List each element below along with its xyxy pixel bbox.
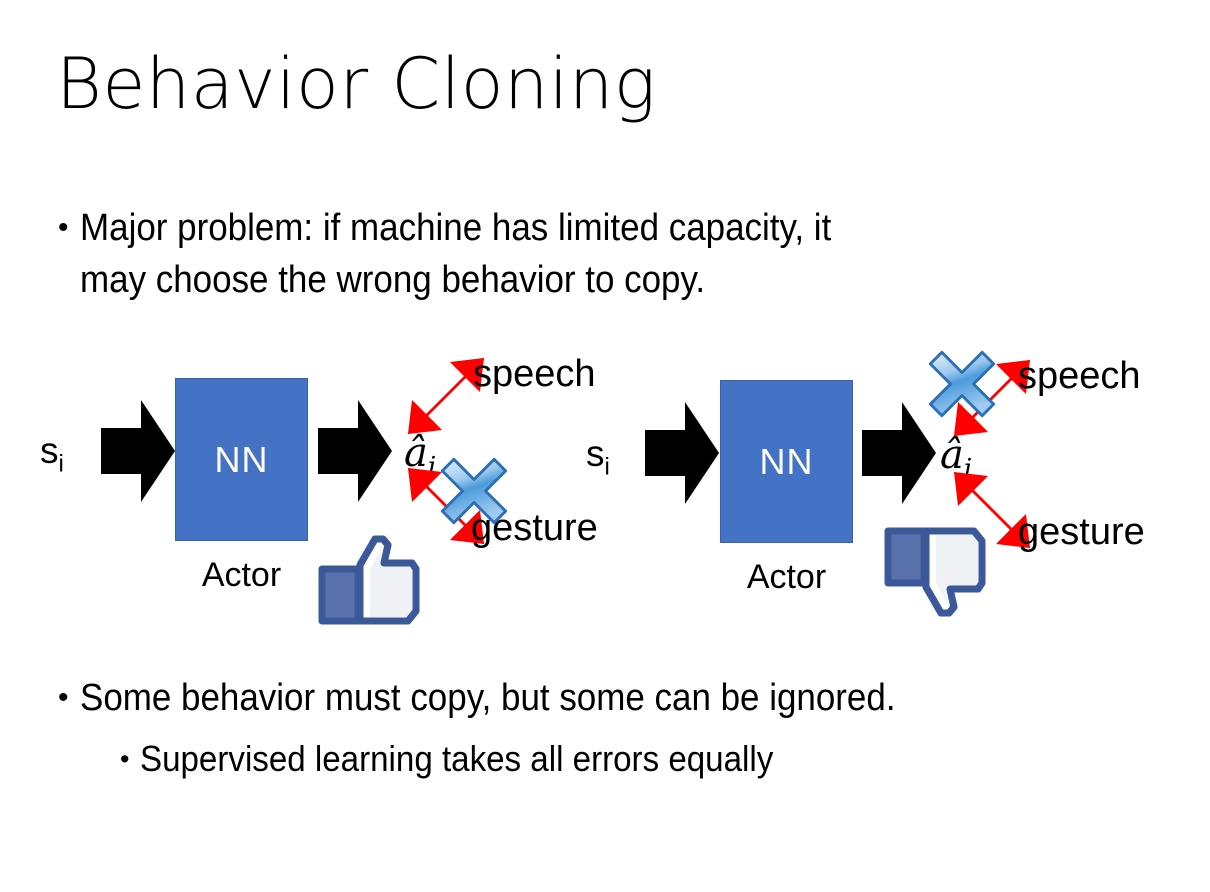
right-speech-label: speech — [1018, 355, 1141, 397]
bullet-top: • Major problem: if machine has limited … — [58, 202, 1158, 306]
right-nn-box: NN — [720, 380, 853, 543]
left-state-label: si — [40, 430, 64, 478]
right-nn-label: NN — [759, 440, 814, 482]
left-cross-out-icon — [438, 455, 510, 527]
bullet-top-text: Major problem: if machine has limited ca… — [79, 207, 831, 301]
bullet-bottom-level1: • Some behavior must copy, but some can … — [58, 672, 1178, 724]
right-actor-label: Actor — [746, 558, 827, 596]
right-gesture-arrow-icon — [952, 470, 1032, 550]
input-arrow-right-icon — [645, 400, 719, 506]
left-speech-arrow-icon — [406, 356, 486, 436]
left-action-label: âi — [404, 430, 436, 482]
left-speech-label: speech — [473, 353, 596, 395]
right-state-subscript: i — [604, 453, 610, 481]
bullet-marker: • — [58, 211, 69, 244]
right-speech-arrow-icon — [952, 358, 1032, 438]
right-cross-out-icon — [926, 348, 998, 420]
output-arrow-right-icon — [862, 400, 936, 506]
bullet-marker: • — [58, 681, 69, 714]
right-action-label: âi — [940, 432, 972, 484]
thumbs-down-icon — [884, 527, 988, 620]
page-title: Behavior Cloning — [56, 43, 657, 125]
bullet-bottom-level1-text: Some behavior must copy, but some can be… — [79, 677, 896, 719]
left-nn-box: NN — [175, 378, 308, 541]
left-action-symbol: â — [404, 430, 428, 476]
left-state-subscript: i — [58, 450, 64, 478]
left-action-subscript: i — [427, 452, 437, 482]
right-state-symbol: s — [586, 433, 605, 474]
left-actor-label: Actor — [201, 556, 282, 594]
right-state-label: si — [586, 433, 610, 481]
output-arrow-left-icon — [318, 398, 392, 504]
thumbs-up-icon — [318, 533, 422, 625]
bullet-bottom-level2: • Supervised learning takes all errors e… — [120, 733, 1180, 785]
bullet-bottom-level2-text: Supervised learning takes all errors equ… — [140, 738, 774, 779]
left-nn-label: NN — [214, 438, 269, 480]
right-action-subscript: i — [963, 454, 973, 484]
right-action-symbol: â — [940, 432, 964, 478]
bullet-marker: • — [120, 744, 130, 774]
input-arrow-left-icon — [101, 398, 175, 504]
left-state-symbol: s — [40, 430, 59, 471]
right-gesture-label: gesture — [1018, 511, 1145, 553]
